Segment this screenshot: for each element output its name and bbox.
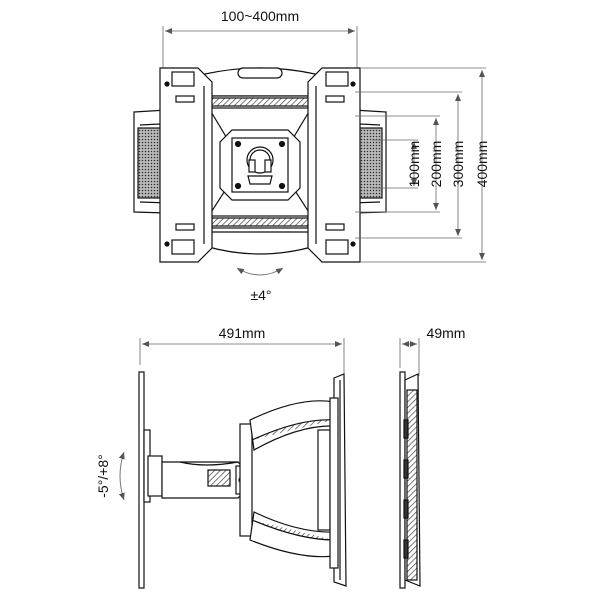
side-upper-arm — [239, 400, 339, 558]
front-view: 100~400mm — [133, 8, 490, 303]
right-vertical-bracket — [307, 67, 361, 263]
edge-view: 49mm — [399, 325, 466, 589]
height-label-300: 300mm — [450, 141, 466, 188]
height-dimensions — [355, 67, 486, 263]
depth-label: 49mm — [427, 325, 466, 341]
width-label: 100~400mm — [221, 8, 299, 24]
height-label-200: 200mm — [428, 141, 444, 188]
extension-label: 491mm — [219, 325, 266, 341]
side-view: 491mm -5°/+8° — [95, 325, 347, 589]
wall-plate — [138, 371, 145, 589]
rotation-label: ±4° — [250, 287, 271, 303]
left-vertical-bracket — [159, 67, 213, 263]
center-wall-plate — [219, 129, 301, 201]
side-arm — [147, 455, 249, 499]
tilt-arrow-icon — [118, 451, 125, 501]
depth-dimension — [399, 338, 420, 376]
side-tv-bracket — [329, 373, 347, 587]
height-label-400: 400mm — [474, 141, 490, 188]
extension-dimension — [139, 338, 345, 375]
tilt-label: -5°/+8° — [95, 454, 111, 498]
height-label-100: 100mm — [406, 141, 422, 188]
width-dimension — [162, 26, 358, 70]
edge-bracket — [399, 371, 421, 589]
rotation-arrow-icon — [236, 267, 284, 276]
